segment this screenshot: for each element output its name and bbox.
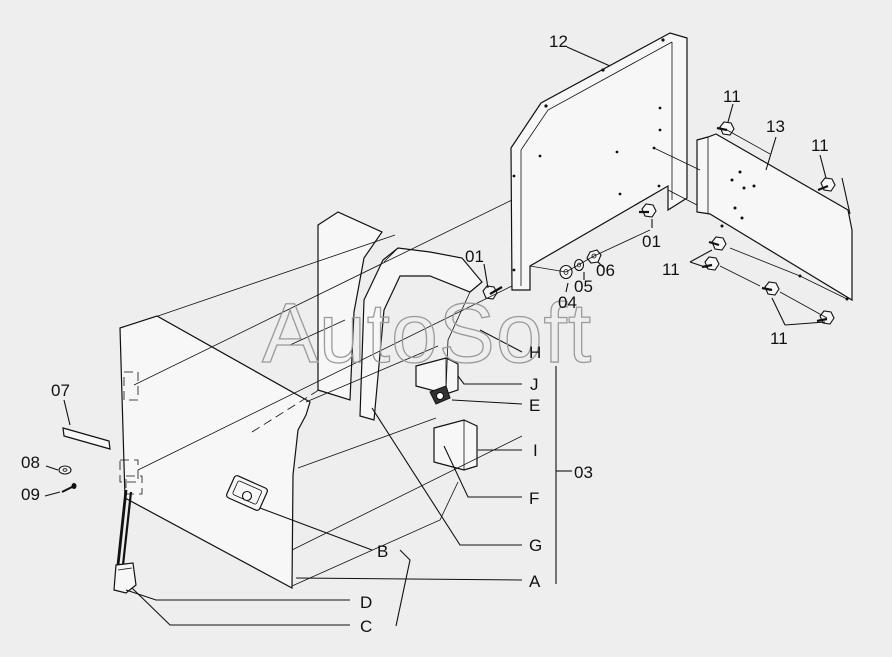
label-H: H <box>529 343 541 362</box>
label-09: 09 <box>21 485 40 504</box>
screw-09 <box>61 483 77 493</box>
strip-07 <box>62 427 111 450</box>
label-11-bottom: 11 <box>770 329 788 348</box>
release-cable-and-handle <box>113 489 137 594</box>
label-13: 13 <box>766 117 785 136</box>
seal-strip-front <box>359 247 483 421</box>
assembly-lines <box>133 129 848 587</box>
label-F: F <box>529 489 539 508</box>
label-01-right: 01 <box>642 232 661 251</box>
seal-strip-rear <box>317 211 383 401</box>
label-11-top: 11 <box>723 87 741 106</box>
label-07: 07 <box>51 381 70 400</box>
part-number-labels: 12 11 13 11 01 01 11 06 05 04 11 07 08 0… <box>21 32 829 504</box>
letter-labels: H J E I F G B A D C <box>360 343 542 636</box>
flat-washer-icon <box>58 465 72 475</box>
label-G: G <box>529 536 542 555</box>
plate-13 <box>696 133 853 302</box>
label-06: 06 <box>596 261 615 280</box>
label-04: 04 <box>558 293 577 312</box>
door-panel <box>119 315 311 590</box>
label-08: 08 <box>21 453 40 472</box>
label-03: 03 <box>574 463 593 482</box>
seal-bracket <box>415 357 478 471</box>
hex-flange-bolt-icon <box>482 121 836 325</box>
label-A: A <box>529 572 541 591</box>
label-E: E <box>529 396 540 415</box>
label-11-right: 11 <box>811 136 829 155</box>
label-C: C <box>360 617 372 636</box>
label-11-mid: 11 <box>662 260 680 279</box>
label-D: D <box>360 593 372 612</box>
door-lock-icon <box>226 475 268 511</box>
label-J: J <box>530 375 539 394</box>
label-01-left: 01 <box>465 247 484 266</box>
leader-lines <box>44 46 851 627</box>
latch-e <box>429 385 451 405</box>
watermark: AutoSoft <box>262 286 592 380</box>
label-05: 05 <box>574 277 593 296</box>
label-B: B <box>377 542 388 561</box>
frame-12 <box>510 32 688 291</box>
label-I: I <box>533 441 538 460</box>
washers-and-nut <box>559 249 602 280</box>
label-12: 12 <box>549 32 568 51</box>
